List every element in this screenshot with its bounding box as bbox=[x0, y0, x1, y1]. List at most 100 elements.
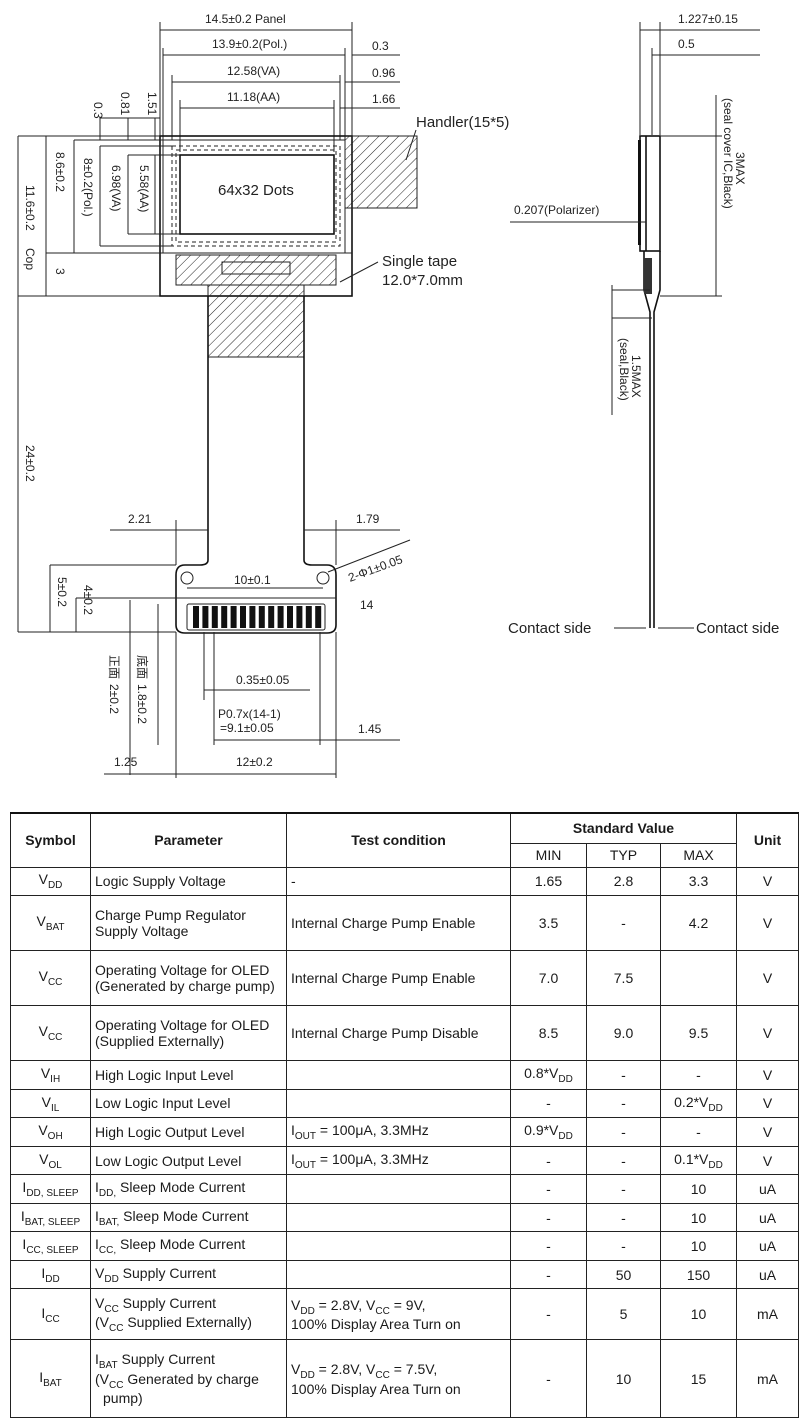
parameter-text: Low Logic Output Level bbox=[95, 1152, 242, 1169]
cell-parameter: VCC Supply Current(VCC Supplied External… bbox=[90, 1288, 287, 1341]
cell-test-condition: - bbox=[286, 866, 511, 897]
dim-10: 10±0.1 bbox=[234, 573, 271, 587]
cell-symbol: VDD bbox=[10, 866, 91, 897]
side-seal-1: (seal cover IC,Black) bbox=[721, 98, 735, 209]
cell-min: 0.9*VDD bbox=[510, 1117, 587, 1147]
condition-text: Internal Charge Pump Disable bbox=[291, 1025, 479, 1042]
cell-parameter: VDD Supply Current bbox=[90, 1259, 287, 1290]
condition-text: = 7.5V, bbox=[389, 1360, 438, 1377]
min-value: - bbox=[546, 1266, 551, 1283]
cell-min: 8.5 bbox=[510, 1005, 587, 1062]
symbol-main: I bbox=[20, 1207, 25, 1224]
min-value: 8.5 bbox=[538, 1025, 559, 1042]
typ-value: - bbox=[621, 1238, 626, 1255]
unit-value: V bbox=[762, 873, 773, 890]
cell-typ: - bbox=[586, 895, 661, 952]
parameter-text: I bbox=[95, 1207, 99, 1224]
cell-min: - bbox=[510, 1174, 587, 1204]
dim-h-pol: 8±0.2(Pol.) bbox=[81, 158, 95, 217]
min-value: - bbox=[546, 1238, 551, 1255]
symbol-subscript: CC bbox=[47, 1032, 63, 1044]
symbol-main: V bbox=[40, 1065, 51, 1082]
cell-max: 0.1*VDD bbox=[660, 1145, 737, 1176]
dim-035: 0.35±0.05 bbox=[236, 673, 290, 687]
fpc-pin bbox=[287, 606, 293, 628]
dim-12: 12±0.2 bbox=[236, 755, 273, 769]
fpc-pins bbox=[193, 606, 322, 628]
symbol-subscript: CC bbox=[45, 1313, 60, 1325]
cell-typ: 50 bbox=[586, 1259, 661, 1290]
unit-value: uA bbox=[758, 1209, 777, 1226]
parameter-text: Operating Voltage for OLED bbox=[95, 1017, 270, 1034]
dim-h-4: 4±0.2 bbox=[81, 585, 95, 615]
condition-text-2: 100% Display Area Turn on bbox=[291, 1380, 461, 1397]
dim-h-18: 1.8±0.2 bbox=[135, 684, 149, 724]
fpc-pin bbox=[193, 606, 199, 628]
parameter-text: Sleep Mode Current bbox=[119, 1207, 249, 1224]
cell-symbol: VIL bbox=[10, 1088, 91, 1119]
cell-parameter: ICC, Sleep Mode Current bbox=[90, 1231, 287, 1261]
symbol-subscript: BAT, SLEEP bbox=[24, 1216, 81, 1228]
symbol-subscript: BAT bbox=[43, 1377, 62, 1389]
tape-size-label: 12.0*7.0mm bbox=[382, 272, 463, 289]
cell-symbol: VOL bbox=[10, 1145, 91, 1176]
condition-text: Internal Charge Pump Enable bbox=[291, 915, 476, 932]
parameter-text: I bbox=[95, 1350, 99, 1367]
symbol-main: V bbox=[38, 1023, 48, 1040]
parameter-text-2: (Generated by charge pump) bbox=[95, 978, 275, 995]
condition-text: = 100μA, 3.3MHz bbox=[316, 1122, 429, 1139]
dim-h-2: 2±0.2 bbox=[107, 684, 121, 714]
max-value: 10 bbox=[690, 1181, 707, 1198]
cell-test-condition: Internal Charge Pump Enable bbox=[286, 950, 511, 1007]
dim-panel: 14.5±0.2 Panel bbox=[205, 12, 286, 26]
parameter-text: V bbox=[95, 1294, 105, 1311]
condition-text-2: 100% Display Area Turn on bbox=[291, 1316, 461, 1333]
typ-value: - bbox=[621, 1152, 626, 1169]
fpc-pin bbox=[258, 606, 265, 628]
cell-parameter: Operating Voltage for OLED(Supplied Exte… bbox=[90, 1005, 287, 1062]
unit-value: uA bbox=[758, 1238, 777, 1255]
cell-unit: uA bbox=[736, 1174, 799, 1204]
side-seal-2: (seal,Black) bbox=[617, 338, 631, 401]
cell-min: - bbox=[510, 1339, 587, 1418]
side-dim-05: 0.5 bbox=[678, 37, 695, 51]
cell-unit: V bbox=[736, 866, 799, 897]
cell-min: - bbox=[510, 1288, 587, 1341]
cell-test-condition bbox=[286, 1060, 511, 1090]
cell-parameter: Low Logic Output Level bbox=[90, 1145, 287, 1176]
dim-h-cop: 11.6±0.2 bbox=[23, 185, 37, 231]
fpc-pin bbox=[240, 606, 246, 628]
unit-value: uA bbox=[758, 1266, 777, 1283]
parameter-text: Sleep Mode Current bbox=[116, 1179, 246, 1196]
header-max: MAX bbox=[660, 842, 737, 868]
label-front-zh: 正面 bbox=[107, 655, 121, 679]
parameter-text-3: pump) bbox=[103, 1390, 143, 1407]
unit-value: V bbox=[762, 1095, 773, 1112]
parameter-subscript: BAT bbox=[98, 1359, 118, 1371]
cell-test-condition bbox=[286, 1259, 511, 1290]
pitch-line-2: =9.1±0.05 bbox=[220, 721, 274, 735]
cell-unit: uA bbox=[736, 1259, 799, 1290]
dim-h-va: 6.98(VA) bbox=[109, 165, 123, 211]
header-symbol: Symbol bbox=[10, 812, 91, 868]
cell-max: - bbox=[660, 1060, 737, 1090]
cell-symbol: IBAT, SLEEP bbox=[10, 1202, 91, 1233]
condition-subscript: CC bbox=[375, 1369, 390, 1381]
parameter-text-2: Generated by charge bbox=[123, 1370, 259, 1387]
max-value: 10 bbox=[690, 1306, 707, 1323]
cell-unit: uA bbox=[736, 1231, 799, 1261]
condition-text: Internal Charge Pump Enable bbox=[291, 970, 476, 987]
fpc-dimensions: 2.21 1.79 10±0.1 2-Φ1±0.05 14 5±0.2 4±0.… bbox=[49, 512, 411, 778]
cell-symbol: ICC, SLEEP bbox=[10, 1231, 91, 1261]
parameter-text: High Logic Output Level bbox=[95, 1124, 245, 1140]
fpc-pin bbox=[211, 606, 218, 628]
cell-max bbox=[660, 950, 737, 1007]
fpc-pin bbox=[315, 606, 322, 628]
parameter-subscript: CC bbox=[109, 1379, 124, 1391]
parameter-text-2: (V bbox=[95, 1370, 109, 1387]
unit-value: V bbox=[762, 1152, 773, 1169]
cell-symbol: VCC bbox=[10, 1005, 91, 1062]
